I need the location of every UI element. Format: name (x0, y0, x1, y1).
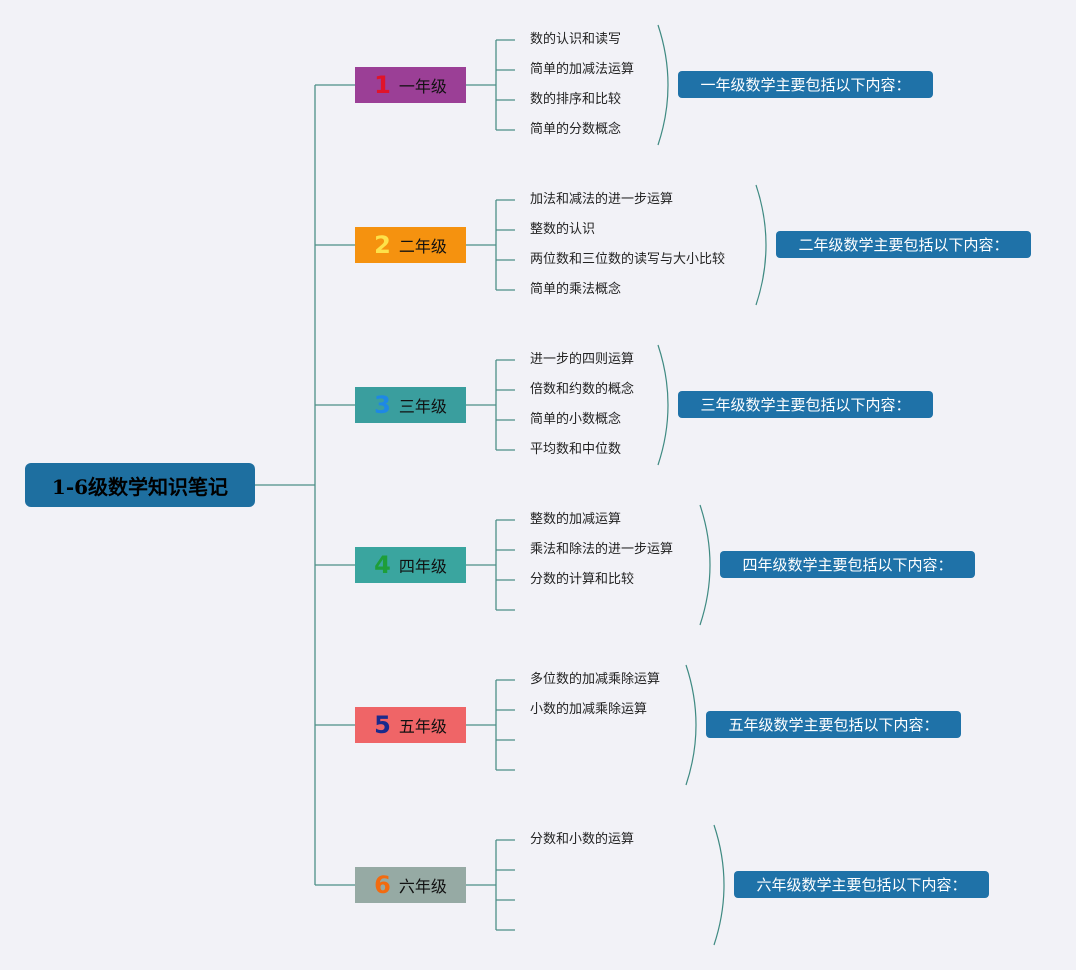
grade-topic-5[interactable]: 5 五年级 (355, 707, 466, 743)
grade-topic-2[interactable]: 2 二年级 (355, 227, 466, 263)
root-title: 1-6级数学知识笔记 (51, 474, 229, 499)
grade-number-5: 5 (374, 711, 391, 739)
subtopic-item[interactable]: 小数的加减乘除运算 (530, 702, 648, 717)
grade-number-2: 2 (374, 231, 391, 259)
grade-topic-3[interactable]: 3 三年级 (355, 387, 466, 423)
grade-topic-1[interactable]: 1 一年级 (355, 67, 466, 103)
summary-bracket-2 (755, 184, 767, 306)
grade-label-1: 一年级 (398, 77, 447, 96)
grade-topic-6[interactable]: 6 六年级 (355, 867, 466, 903)
summary-bracket-1 (657, 24, 669, 146)
summary-bracket-4 (699, 504, 711, 626)
subtopic-item[interactable]: 简单的分数概念 (530, 122, 622, 137)
grade-topic-4[interactable]: 4 四年级 (355, 547, 466, 583)
grade-number-1: 1 (374, 71, 391, 99)
summary-topic-4[interactable]: 四年级数学主要包括以下内容： (720, 551, 975, 578)
subtopic-item[interactable]: 整数的认识 (530, 222, 596, 237)
grade-number-6: 6 (374, 871, 391, 899)
subtopic-item[interactable]: 简单的乘法概念 (530, 282, 622, 297)
subtopic-item[interactable]: 简单的小数概念 (530, 412, 622, 427)
subtopic-item[interactable]: 进一步的四则运算 (530, 352, 635, 367)
summary-bracket-5 (685, 664, 697, 786)
summary-topic-1[interactable]: 一年级数学主要包括以下内容： (678, 71, 933, 98)
subtopic-item[interactable]: 两位数和三位数的读写与大小比较 (530, 252, 726, 267)
grade-label-2: 二年级 (398, 237, 447, 256)
summary-bracket-3 (657, 344, 669, 466)
subtopic-item[interactable]: 简单的加减法运算 (530, 62, 635, 77)
grade-label-4: 四年级 (398, 557, 447, 576)
summary-bracket-6 (713, 824, 725, 946)
subtopic-item[interactable]: 多位数的加减乘除运算 (530, 672, 661, 687)
summary-topic-2[interactable]: 二年级数学主要包括以下内容： (776, 231, 1031, 258)
grade-label-6: 六年级 (398, 877, 447, 896)
grade-label-5: 五年级 (398, 717, 447, 736)
summary-topic-6[interactable]: 六年级数学主要包括以下内容： (734, 871, 989, 898)
subtopic-item[interactable]: 数的排序和比较 (530, 92, 622, 107)
grade-number-4: 4 (374, 551, 391, 579)
subtopic-item[interactable]: 数的认识和读写 (530, 32, 622, 47)
root-topic[interactable]: 1-6级数学知识笔记 (25, 463, 255, 507)
grade-label-3: 三年级 (398, 397, 447, 416)
subtopic-item[interactable]: 平均数和中位数 (530, 442, 622, 457)
summary-topic-5[interactable]: 五年级数学主要包括以下内容： (706, 711, 961, 738)
grade-number-3: 3 (374, 391, 391, 419)
subtopic-item[interactable]: 倍数和约数的概念 (530, 382, 635, 397)
subtopic-item[interactable]: 分数的计算和比较 (530, 572, 635, 587)
summary-topic-3[interactable]: 三年级数学主要包括以下内容： (678, 391, 933, 418)
subtopic-item[interactable]: 分数和小数的运算 (530, 832, 635, 847)
subtopic-item[interactable]: 整数的加减运算 (530, 512, 622, 527)
subtopic-item[interactable]: 乘法和除法的进一步运算 (530, 542, 674, 557)
subtopic-item[interactable]: 加法和减法的进一步运算 (530, 192, 674, 207)
